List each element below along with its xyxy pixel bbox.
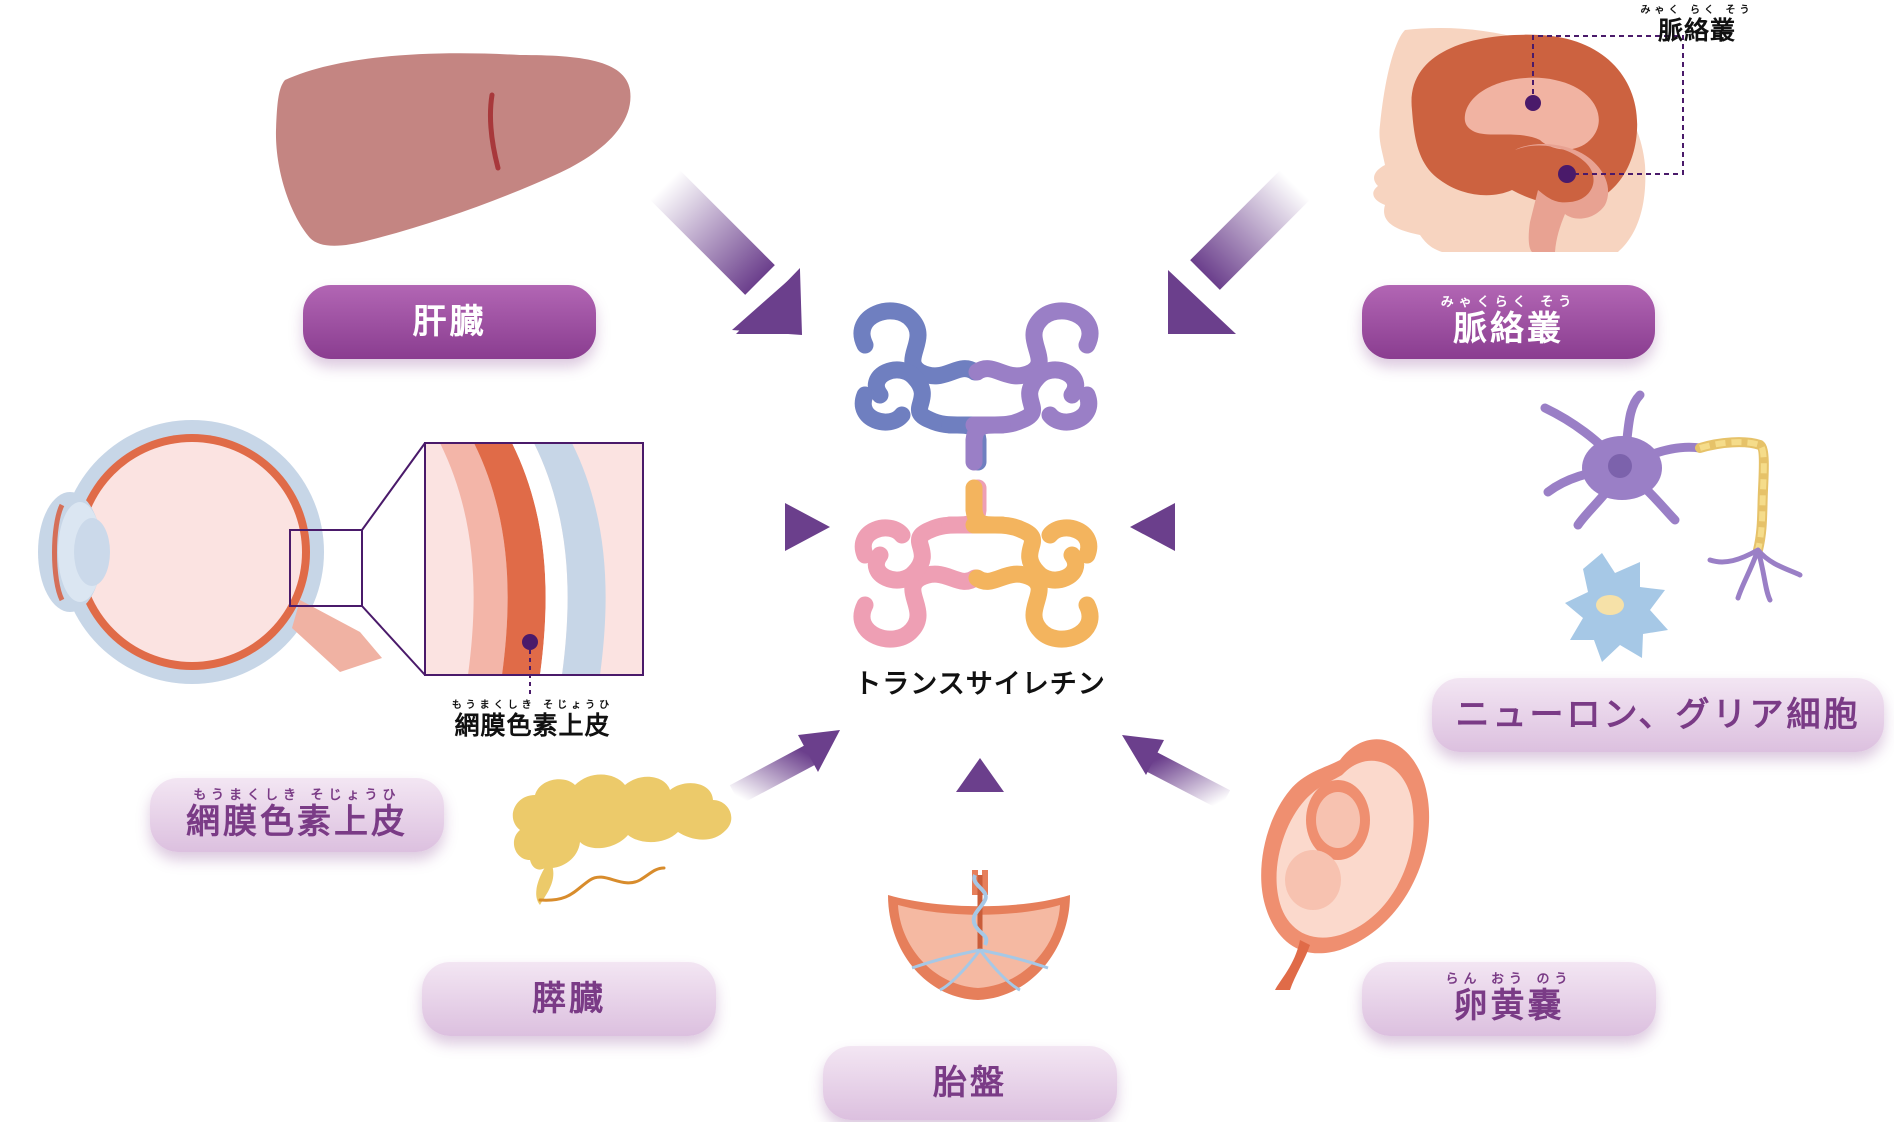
arrow-liver — [665, 185, 802, 335]
callout-brain: みゃく らく そう 脈絡叢 — [1622, 5, 1772, 45]
arrow-neuron — [1130, 503, 1380, 551]
brain-head-illustration — [1373, 28, 1683, 252]
organ-pill-yolk-sac: らん おう のう 卵黄嚢 — [1362, 962, 1656, 1036]
liver-illustration — [276, 53, 631, 246]
organ-label-pancreas: 膵臓 — [532, 980, 606, 1018]
neuron-glia-illustration — [1545, 395, 1800, 662]
organ-label-yolk-sac: 卵黄嚢 — [1454, 987, 1565, 1025]
arrow-rpe — [670, 503, 830, 551]
organ-label-neuron-glia: ニューロン、グリア細胞 — [1456, 696, 1861, 734]
yolk-sac-fetus-illustration — [1261, 739, 1429, 990]
callout-eye-label: 網膜色素上皮 — [440, 712, 625, 740]
protein-subunit-blue — [862, 311, 978, 462]
organ-pill-rpe: もうまくしき そじょうひ 網膜色素上皮 — [150, 778, 444, 852]
arrow-pancreas — [735, 730, 840, 795]
transthyretin-protein-icon — [862, 311, 1090, 639]
organ-ruby-choroid-plexus: みゃくらく そう — [1441, 296, 1577, 310]
protein-subunit-violet — [974, 311, 1090, 462]
arrow-choroid-plexus — [1168, 185, 1295, 334]
organ-label-rpe: 網膜色素上皮 — [186, 803, 408, 841]
organ-pill-placenta: 胎盤 — [823, 1046, 1117, 1120]
organ-ruby-yolk-sac: らん おう のう — [1445, 973, 1572, 987]
organ-label-placenta: 胎盤 — [933, 1064, 1007, 1102]
organ-pill-pancreas: 膵臓 — [422, 962, 716, 1036]
pancreas-illustration — [513, 774, 732, 905]
eye-illustration — [38, 420, 643, 698]
organ-label-choroid-plexus: 脈絡叢 — [1453, 310, 1564, 348]
organ-ruby-rpe: もうまくしき そじょうひ — [193, 789, 400, 803]
callout-eye: もうまくしき そじょうひ 網膜色素上皮 — [440, 700, 625, 740]
callout-brain-label: 脈絡叢 — [1622, 17, 1772, 45]
center-protein-label: トランスサイレチン — [840, 662, 1120, 701]
arrow-yolk-sac — [1122, 735, 1225, 800]
eye-zoom-inset — [425, 443, 643, 698]
organ-pill-liver: 肝臓 — [303, 285, 596, 359]
organ-label-liver: 肝臓 — [413, 303, 487, 341]
organ-pill-neuron-glia: ニューロン、グリア細胞 — [1432, 678, 1884, 752]
placenta-illustration — [888, 870, 1070, 1000]
protein-subunit-orange — [974, 488, 1090, 639]
arrow-placenta — [956, 758, 1004, 850]
organ-pill-choroid-plexus: みゃくらく そう 脈絡叢 — [1362, 285, 1655, 359]
protein-subunit-pink — [862, 488, 978, 639]
